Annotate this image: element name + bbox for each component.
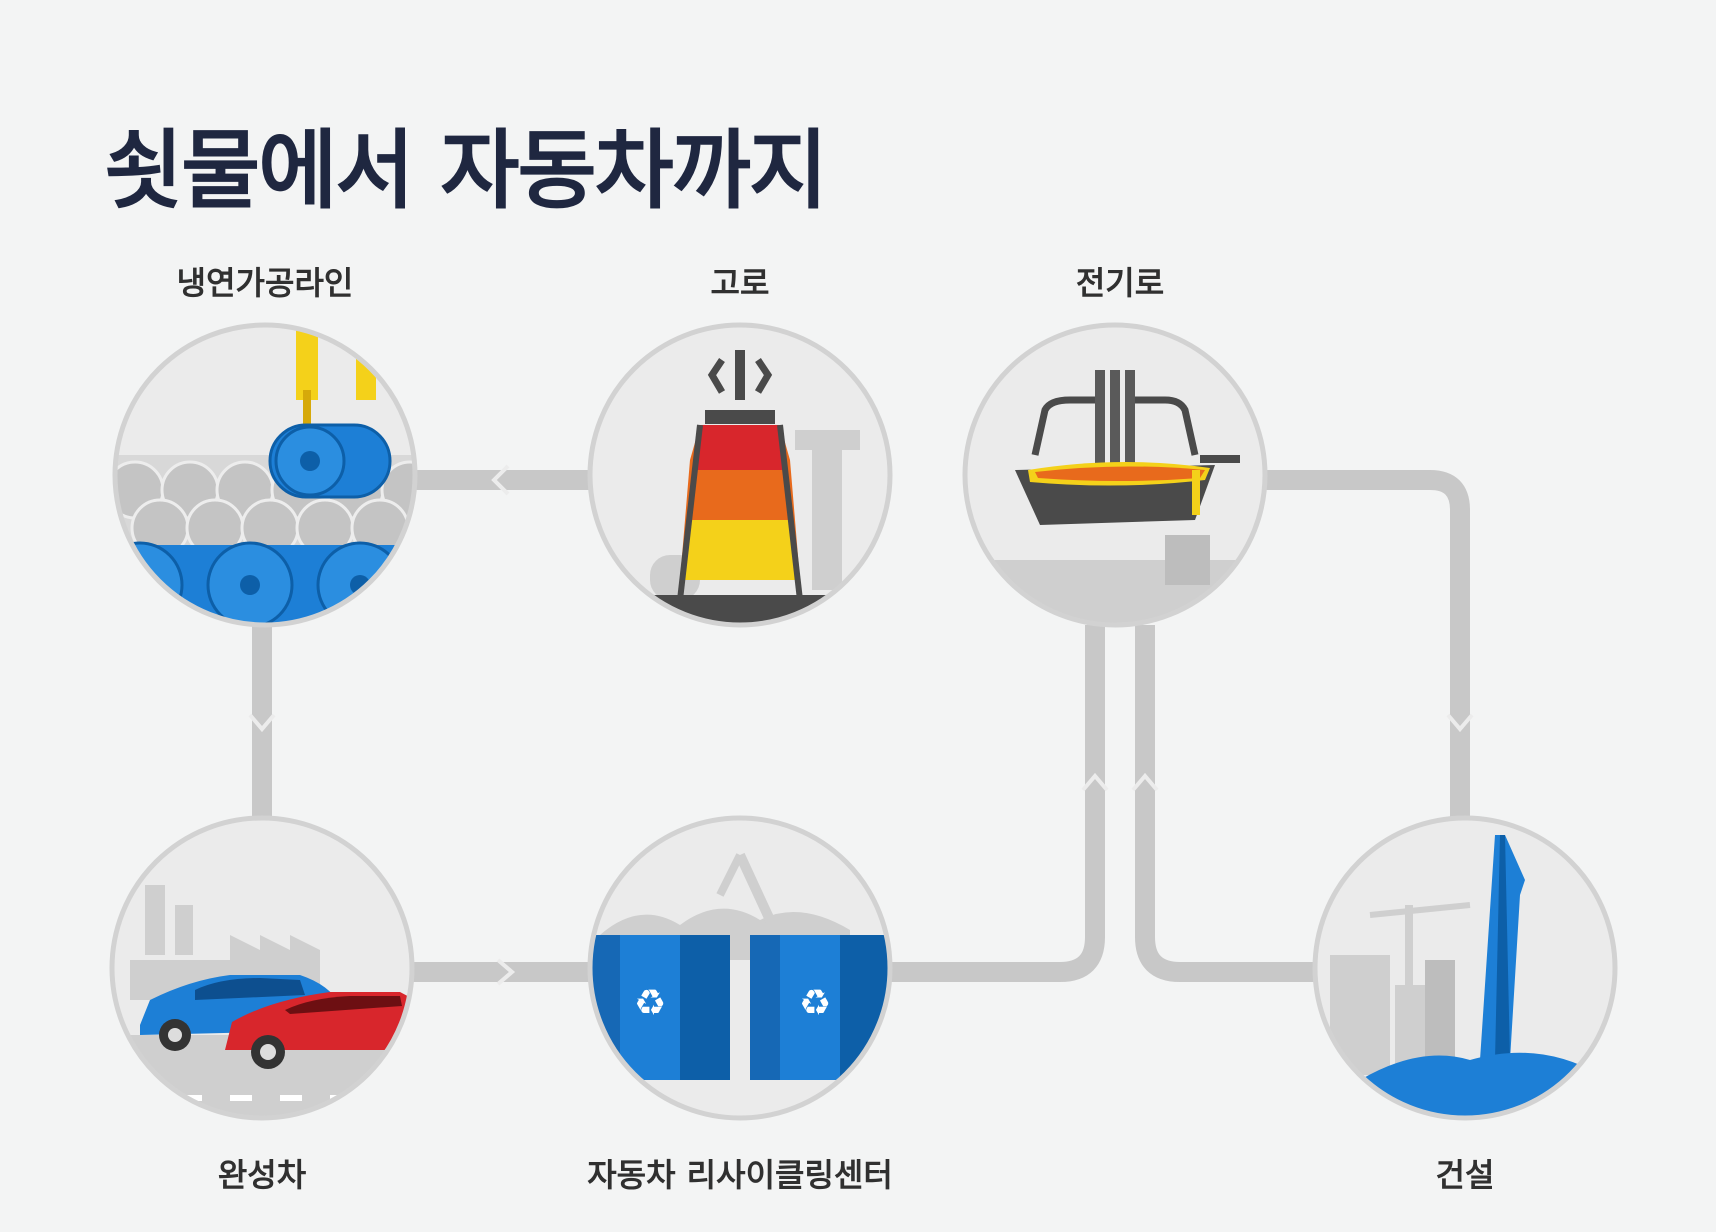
connector-recycling-to-electric (890, 625, 1105, 982)
node-label-cold-rolling: 냉연가공라인 (176, 264, 354, 302)
recycling-bins-icon: ♻ ♻ (587, 815, 893, 1121)
node-label-recycling-center: 자동차 리사이클링센터 (587, 1156, 893, 1194)
arrow-chevrons (248, 464, 1474, 986)
connector-lines (252, 470, 1470, 982)
node-label-electric-furnace: 전기로 (1075, 264, 1165, 302)
node-label-finished-car: 완성차 (217, 1156, 307, 1194)
skyscraper-construction-icon (1312, 815, 1618, 1121)
connector-electric-to-construction (1135, 625, 1315, 982)
arrow-up-icon (1081, 772, 1109, 792)
node-label-construction: 건설 (1435, 1156, 1495, 1194)
connector-electric-to-construction-top (1265, 470, 1470, 818)
arrow-right-icon (496, 958, 516, 986)
recycle-icon: ♻ (799, 983, 831, 1024)
blast-furnace-icon (587, 322, 893, 628)
electric-arc-furnace-icon (962, 322, 1268, 628)
cars-factory-icon (109, 815, 415, 1121)
arrow-down-icon (248, 713, 276, 733)
recycle-icon: ♻ (634, 983, 666, 1024)
arrow-up-icon (1131, 772, 1159, 792)
arrow-down-icon (1446, 713, 1474, 733)
steel-coil-crane-icon (112, 322, 418, 628)
page-title: 쇳물에서 자동차까지 (104, 121, 828, 221)
arrow-left-icon (491, 464, 510, 496)
node-label-blast-furnace: 고로 (710, 264, 770, 302)
